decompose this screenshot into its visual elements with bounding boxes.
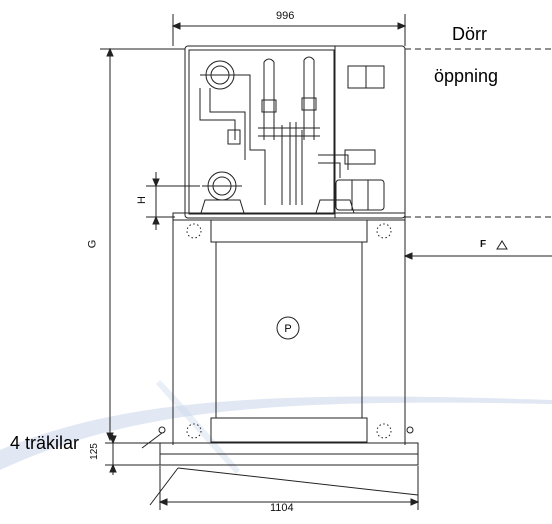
watermark-swoosh bbox=[0, 396, 552, 470]
height-g-dimension: G bbox=[86, 239, 99, 249]
pump-symbol: P bbox=[284, 323, 291, 335]
warning-icon bbox=[496, 240, 508, 250]
door-opening-label-line2: öppning bbox=[434, 66, 499, 86]
height-h-dimension: H bbox=[135, 196, 148, 204]
door-opening-label-line1: Dörr bbox=[452, 24, 487, 44]
side-f-dimension: F bbox=[480, 239, 487, 250]
watermark-swoosh-2 bbox=[156, 380, 240, 474]
top-width-dimension: 996 bbox=[276, 10, 295, 22]
wedges-label: 4 träkilar bbox=[10, 433, 80, 453]
bottom-height-dimension: 125 bbox=[88, 443, 100, 460]
bottom-width-dimension: 1104 bbox=[270, 502, 294, 514]
